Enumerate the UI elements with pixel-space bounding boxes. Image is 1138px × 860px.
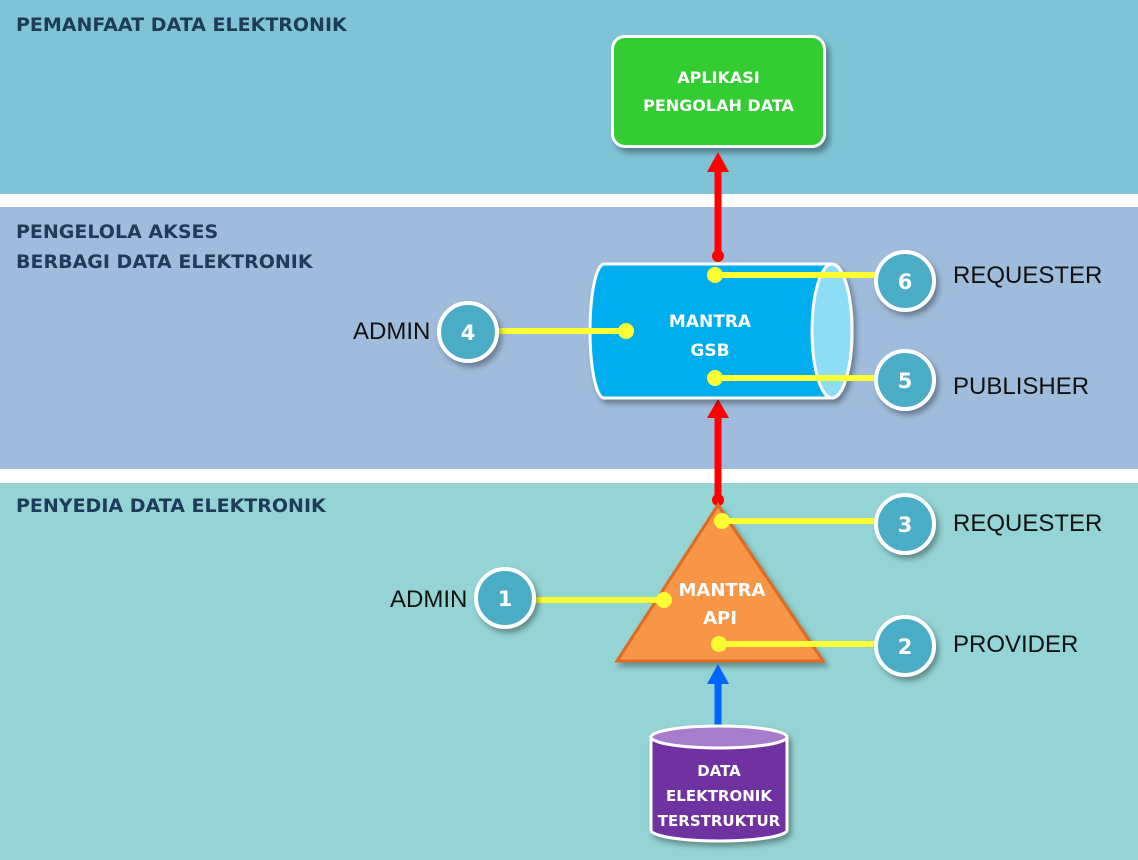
role-3-requester: REQUESTER [953,510,1103,537]
connector-4 [490,323,634,339]
badge-4: 4 [437,301,499,363]
db-label-line2: ELEKTRONIK [666,787,773,805]
band-title-pengelola: PENGELOLA AKSES BERBAGI DATA ELEKTRONIK [16,217,313,277]
badge-1-label: 1 [498,587,513,611]
role-5-publisher: PUBLISHER [953,373,1090,400]
mantra-gsb-cylinder [588,262,854,400]
gsb-label-line1: MANTRA [669,312,752,332]
connector-6 [707,267,888,283]
role-4-admin: ADMIN [353,318,431,345]
db-label-line1: DATA [697,762,741,780]
badge-3-label: 3 [898,513,913,537]
badge-6: 6 [874,250,936,312]
connector-2 [711,636,888,652]
role-connectors [490,267,888,652]
database-cylinder [649,724,789,843]
badge-2: 2 [874,615,936,677]
role-6-requester: REQUESTER [953,262,1103,289]
flow-arrow-gsb-to-app [707,152,729,262]
api-label-line2: API [703,608,737,629]
badge-6-label: 6 [898,270,913,294]
app-pengolah-data-box: APLIKASI PENGOLAH DATA [611,35,826,148]
badge-4-label: 4 [461,321,476,345]
api-label-line1: MANTRA [679,580,766,601]
app-box-line1: APLIKASI [677,67,760,87]
source-arrow-db-to-api [707,664,729,728]
band-pengelola: PENGELOLA AKSES BERBAGI DATA ELEKTRONIK [0,207,1138,469]
db-label-line3: TERSTRUKTUR [658,812,781,830]
flow-arrow-api-to-gsb [707,399,729,506]
badge-5: 5 [874,349,936,411]
connector-3 [714,513,888,529]
band-title-penyedia: PENYEDIA DATA ELEKTRONIK [16,495,326,517]
band-title-pengelola-line1: PENGELOLA AKSES [16,221,219,243]
role-2-provider: PROVIDER [953,631,1079,658]
gsb-label-line2: GSB [690,341,729,361]
band-penyedia: PENYEDIA DATA ELEKTRONIK [0,483,1138,860]
app-box-line2: PENGOLAH DATA [643,95,794,115]
connector-1 [530,592,672,608]
mantra-api-triangle [614,502,826,663]
role-1-admin: ADMIN [390,586,468,613]
badge-1: 1 [474,567,536,629]
connector-5 [707,370,888,386]
band-title-pengelola-line2: BERBAGI DATA ELEKTRONIK [16,251,313,273]
badge-3: 3 [874,493,936,555]
badge-5-label: 5 [898,369,913,393]
badge-2-label: 2 [898,635,913,659]
band-pemanfaat: PEMANFAAT DATA ELEKTRONIK [0,0,1138,194]
band-title-pemanfaat: PEMANFAAT DATA ELEKTRONIK [16,14,347,36]
